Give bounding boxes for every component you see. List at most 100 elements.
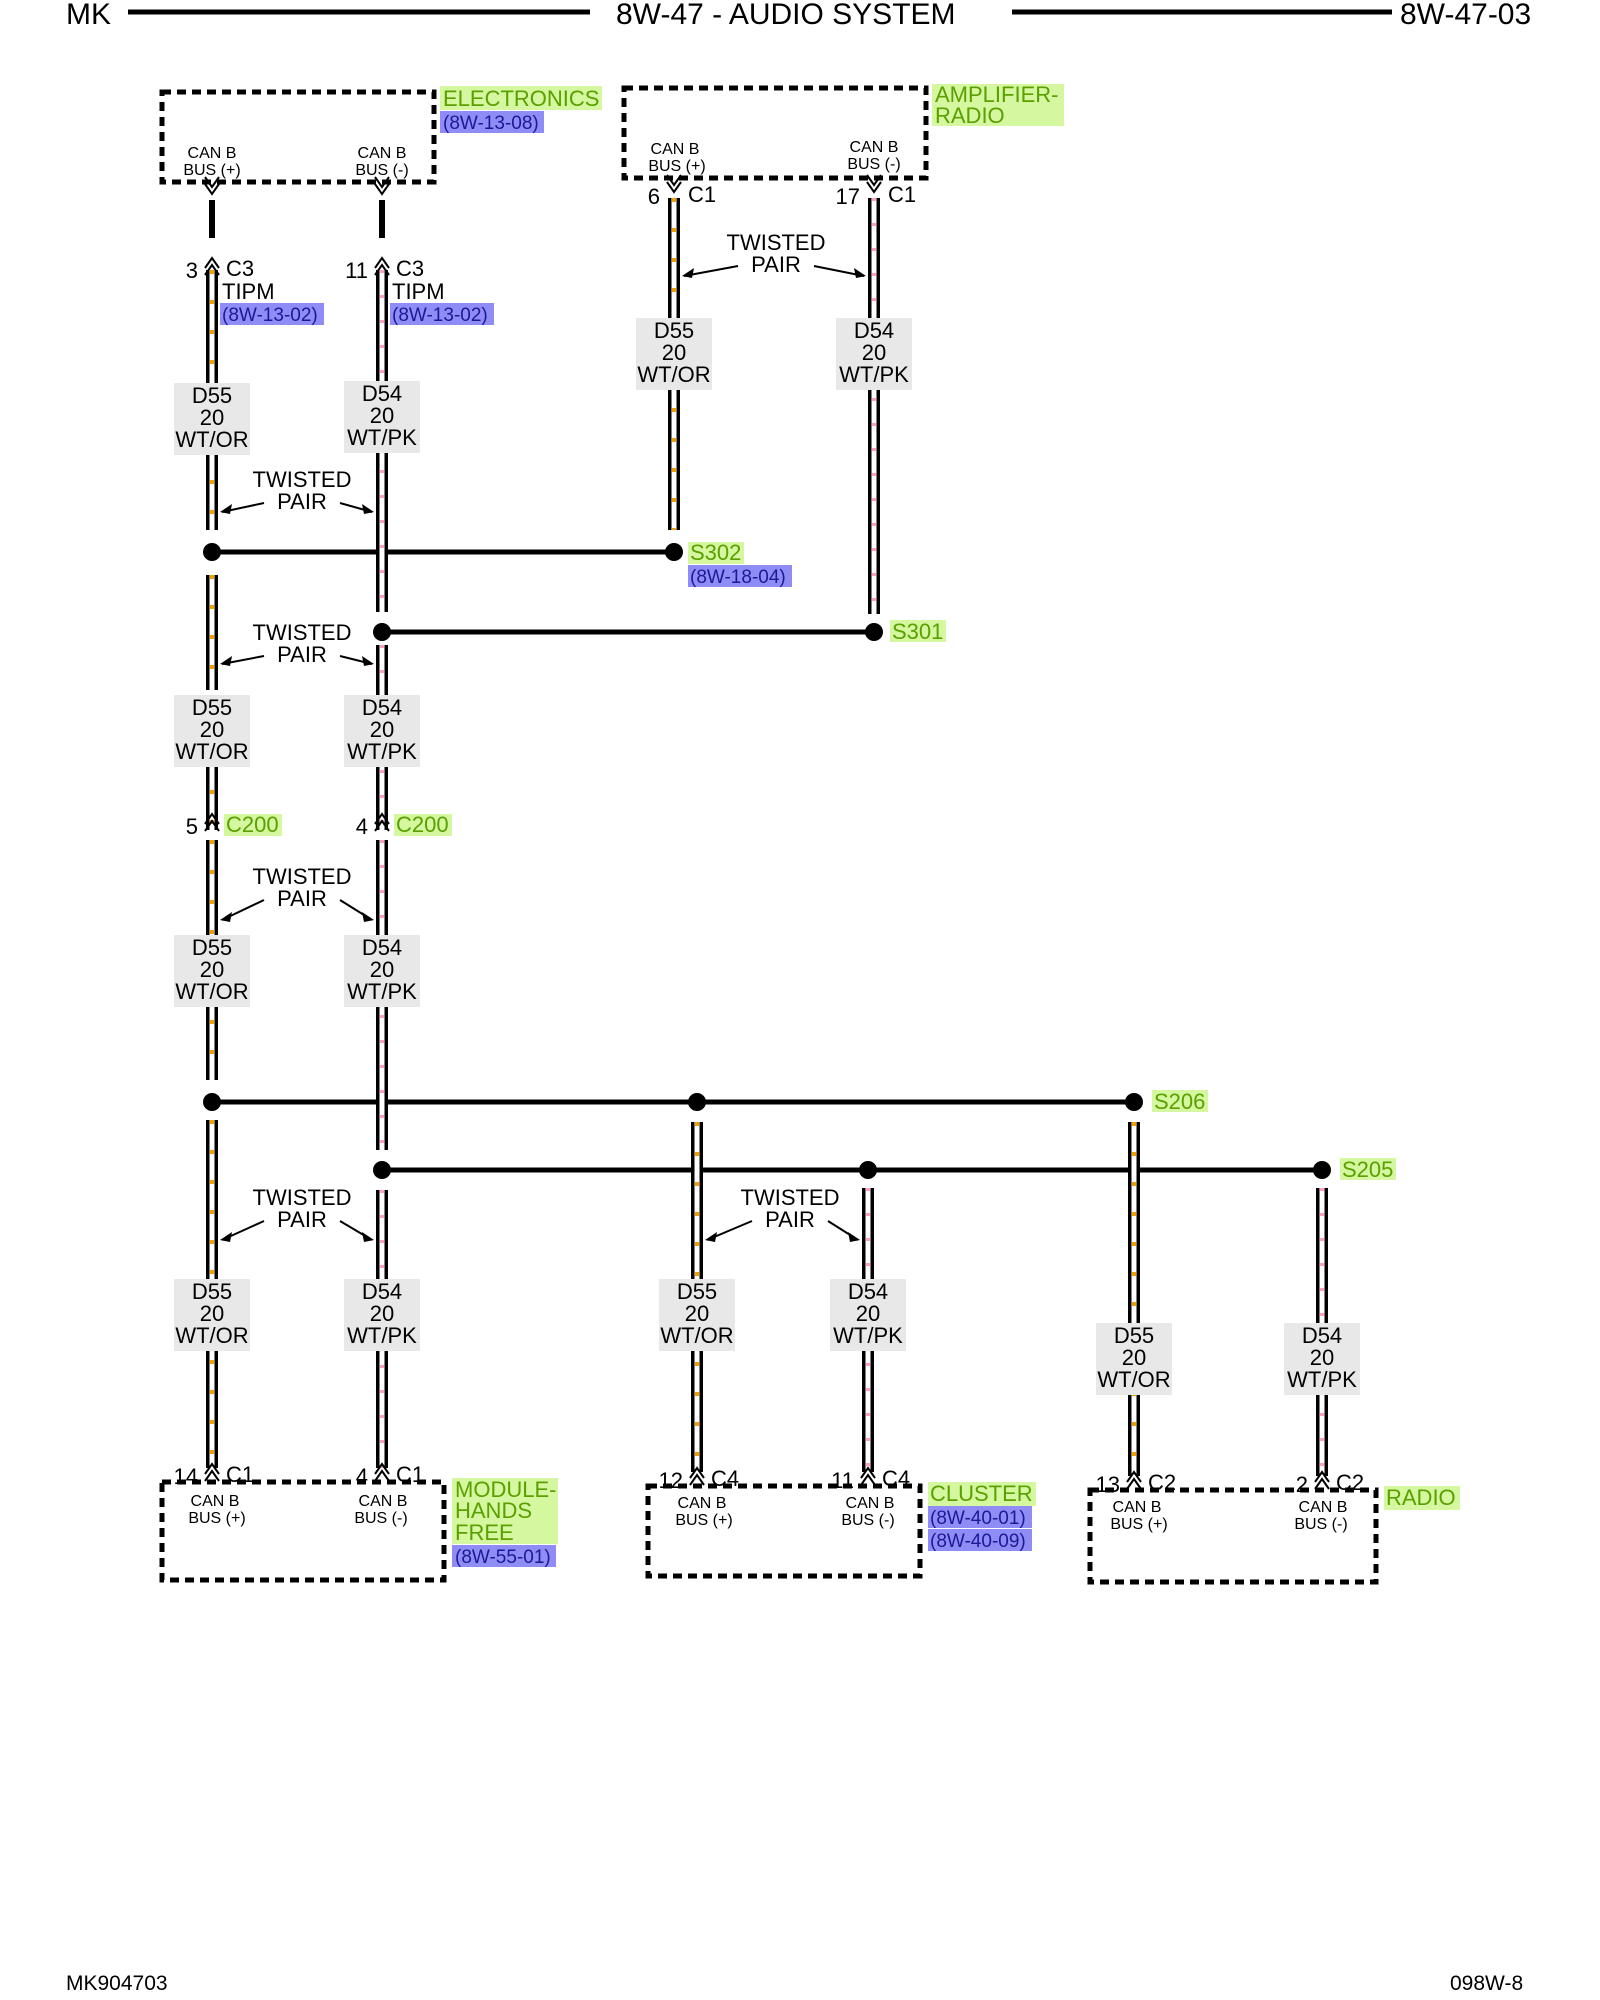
connector-name: C1: [226, 1462, 254, 1487]
wire-gauge: 20: [685, 1301, 709, 1326]
connector-name: C1: [396, 1462, 424, 1487]
cluster-label-bg: [928, 1482, 1036, 1506]
wire-gauge: 20: [370, 957, 394, 982]
connector-pin-number: 11: [345, 258, 368, 283]
connector-pin-number: 6: [648, 184, 660, 209]
connector-ref-bg: [390, 303, 494, 325]
amplifier-label-line2: RADIO: [935, 103, 1005, 128]
wire-color: WT/OR: [175, 427, 248, 452]
connector-pin-number: 12: [659, 1468, 683, 1493]
electronics-module-box: [159, 89, 437, 185]
cluster-ref2-bg: [928, 1529, 1032, 1551]
connector-pin-number: 2: [1296, 1472, 1308, 1497]
s301-label-bg: [890, 620, 946, 642]
wire-gauge: 20: [370, 403, 394, 428]
connector-name: C1: [688, 182, 716, 207]
amplifier-label-bg: [932, 84, 1064, 126]
amplifier-pin-minus-line1: CAN B: [850, 139, 899, 156]
hands-free-pin-plus-line2: BUS (+): [188, 1510, 245, 1527]
connector-name: C2: [1148, 1470, 1176, 1495]
connector-pin-number: 17: [836, 184, 860, 209]
splice-dot: [859, 1161, 877, 1179]
wire-circuit: D54: [362, 381, 402, 406]
amplifier-label-line1: AMPLIFIER-: [935, 82, 1058, 107]
hands-free-pin-plus-line1: CAN B: [191, 1493, 240, 1510]
connector-ref: (8W-13-02): [392, 305, 488, 326]
connector-pin-number: 11: [831, 1468, 854, 1493]
electronics-pin-plus-line2: BUS (+): [183, 162, 240, 179]
connector-rad-c2-left: [1126, 1470, 1142, 1490]
wire-color: WT/PK: [347, 739, 417, 764]
wire-color: WT/OR: [175, 1323, 248, 1348]
splice-dot: [688, 1093, 706, 1111]
splice-dot: [203, 543, 221, 561]
connector-name: C200: [396, 812, 449, 837]
wire-gauge: 20: [856, 1301, 880, 1326]
connector-pin-number: 4: [356, 1464, 368, 1489]
amplifier-pin-plus-line2: BUS (+): [648, 158, 705, 175]
wire-circuit: D54: [362, 695, 402, 720]
wire-circuit: D54: [854, 318, 894, 343]
connector-elec-c3-right: [374, 256, 390, 276]
radio-pin-plus-line1: CAN B: [1113, 1499, 1162, 1516]
connector-cl-c4-left: [689, 1466, 705, 1486]
connector-name: C4: [882, 1466, 910, 1491]
twisted-pair-line2: PAIR: [751, 252, 801, 277]
twisted-pair-line1: TWISTED: [253, 864, 352, 889]
wire-color: WT/OR: [1097, 1367, 1170, 1392]
wire-circuit: D54: [362, 1279, 402, 1304]
twisted-pair-line1: TWISTED: [253, 1185, 352, 1210]
wire-gauge: 20: [1122, 1345, 1146, 1370]
s302-label: S302: [690, 540, 741, 565]
s302-splice-dot: [665, 543, 683, 561]
wire-circuit: D55: [192, 935, 232, 960]
twisted-pair-line1: TWISTED: [253, 467, 352, 492]
twisted-pair-line1: TWISTED: [741, 1185, 840, 1210]
hands-free-ref-bg: [452, 1545, 556, 1567]
s206-label-bg: [1152, 1090, 1208, 1112]
wire-color: WT/PK: [347, 979, 417, 1004]
connector-hf-c1-left: [204, 1462, 220, 1482]
s205-label-bg: [1340, 1158, 1396, 1180]
connector-c200-right: [374, 812, 390, 832]
splice-dot: [373, 623, 391, 641]
twisted-pair-line2: PAIR: [277, 642, 327, 667]
connector-cl-c4-right: [860, 1466, 876, 1486]
wire-color: WT/PK: [833, 1323, 903, 1348]
electronics-pin-chevron: [204, 176, 220, 196]
connector-name: C200: [226, 812, 279, 837]
electronics-label-bg: [440, 86, 602, 110]
electronics-pin-minus-line1: CAN B: [358, 145, 407, 162]
wire-color: WT/OR: [660, 1323, 733, 1348]
connector-rad-c2-right: [1314, 1470, 1330, 1490]
footer-code: 098W-8: [1450, 1972, 1524, 1995]
connector-elec-c3-left: [204, 256, 220, 276]
radio-pin-plus-line2: BUS (+): [1110, 1516, 1167, 1533]
connector-pin-number: 5: [186, 814, 198, 839]
connector-name: C2: [1336, 1470, 1364, 1495]
wire-circuit: D55: [192, 383, 232, 408]
cluster-ref-1: (8W-40-01): [930, 1508, 1026, 1529]
wire-gauge: 20: [200, 717, 224, 742]
connector-c200-left: [204, 812, 220, 832]
s205-label: S205: [1342, 1157, 1393, 1182]
wire-gauge: 20: [370, 717, 394, 742]
radio-pin-minus-line2: BUS (-): [1294, 1516, 1347, 1533]
s302-label-bg: [688, 542, 744, 564]
wire-gauge: 20: [1310, 1345, 1334, 1370]
wire-color: WT/OR: [175, 739, 248, 764]
connector-name: C1: [888, 182, 916, 207]
connector-pin-number: 3: [186, 258, 198, 283]
twisted-pair-line2: PAIR: [765, 1207, 815, 1232]
hands-free-pin-minus-line1: CAN B: [359, 1493, 408, 1510]
hands-free-ref: (8W-55-01): [455, 1547, 551, 1568]
connector-ref-bg: [220, 303, 324, 325]
